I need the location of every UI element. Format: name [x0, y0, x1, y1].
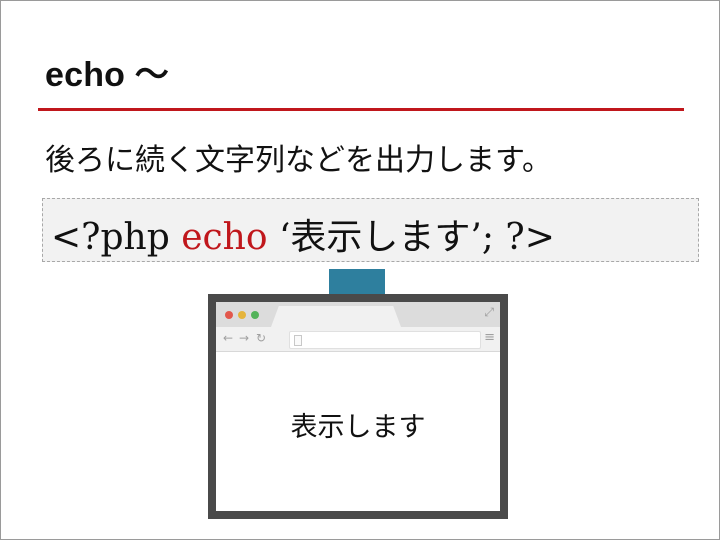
address-bar[interactable] — [289, 331, 481, 349]
reload-icon[interactable]: ↻ — [256, 331, 267, 345]
close-dot-icon[interactable] — [225, 311, 233, 319]
code-box: <?php echo ‘表示します’; ?> — [42, 198, 699, 262]
browser-tab-bar: ⤢ — [216, 302, 500, 327]
maximize-dot-icon[interactable] — [251, 311, 259, 319]
back-arrow-icon[interactable]: ← — [223, 331, 234, 345]
code-prefix: <?php — [51, 217, 182, 258]
slide-title: echo 〜 — [45, 56, 170, 94]
slide-subtitle: 後ろに続く文字列などを出力します。 — [45, 143, 552, 178]
expand-icon[interactable]: ⤢ — [484, 305, 494, 319]
browser-tab[interactable] — [271, 306, 401, 327]
minimize-dot-icon[interactable] — [238, 311, 246, 319]
hamburger-menu-icon[interactable]: ≡ — [484, 330, 495, 345]
code-keyword: echo — [181, 217, 268, 258]
page-icon — [294, 335, 302, 346]
browser-inner: ⤢ ← → ↻ ≡ 表示します — [216, 302, 500, 511]
title-divider — [38, 108, 684, 111]
browser-toolbar: ← → ↻ ≡ — [216, 327, 500, 352]
browser-window: ⤢ ← → ↻ ≡ 表示します — [208, 294, 508, 519]
browser-content-text: 表示します — [290, 412, 426, 443]
forward-arrow-icon[interactable]: → — [239, 331, 250, 345]
code-suffix: ‘表示します’; ?> — [267, 217, 555, 258]
code-line: <?php echo ‘表示します’; ?> — [51, 208, 555, 260]
